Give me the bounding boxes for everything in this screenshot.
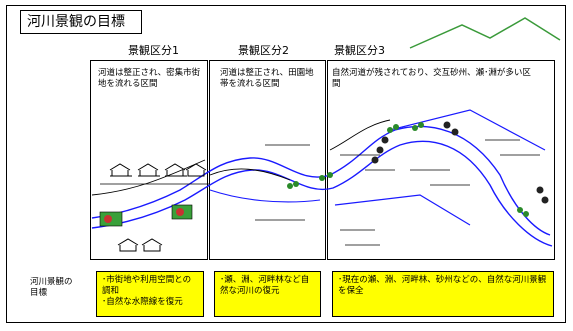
dark-trees: [371, 121, 549, 204]
goal-row-label: 河川景観の目標: [30, 277, 73, 298]
section-3-label: 景観区分3: [334, 44, 385, 57]
levee-line-lower: [334, 194, 471, 226]
section-3-description: 自然河道が残されており、交互砂州、瀬･淵が多い区間: [332, 68, 531, 89]
field-marks: [255, 139, 540, 246]
embankment-line-1: [91, 159, 206, 196]
houses-row-lower: [117, 238, 163, 252]
mountain-outline: [409, 17, 561, 49]
park-feature-1: [104, 215, 112, 223]
section-3-goal: ･現在の瀬、淵、河畔林、砂州などの、自然な河川景観を保全: [332, 271, 554, 317]
section-1-goal: ･市街地や利用空間との調和 ･自然な水際線を復元: [96, 271, 204, 317]
park-feature-2: [176, 208, 184, 216]
embankment-line-3: [329, 119, 391, 151]
section-2-description: 河道は整正され、田園地帯を流れる区間: [220, 68, 314, 89]
diagram-title: 河川景観の目標: [20, 10, 142, 34]
diagram-frame: [6, 5, 566, 323]
river-bank-upper: [91, 125, 551, 236]
section-1-description: 河道は整正され、密集市街地を流れる区間: [98, 68, 201, 89]
section-3-panel: [327, 60, 555, 260]
embankment-line-2: [209, 168, 291, 181]
section-1-panel: [90, 60, 208, 260]
river-bank-lower: [91, 140, 553, 247]
houses-row-upper: [109, 163, 207, 177]
section-2-goal: ･瀬、淵、河畔林など自然な河川の復元: [214, 271, 321, 317]
section-2-panel: [209, 60, 326, 260]
section-2-label: 景観区分2: [238, 44, 289, 57]
section-1-label: 景観区分1: [128, 44, 179, 57]
riparian-trees: [287, 122, 529, 217]
levee-line-mid: [209, 189, 321, 203]
levee-line-upper: [389, 109, 546, 151]
